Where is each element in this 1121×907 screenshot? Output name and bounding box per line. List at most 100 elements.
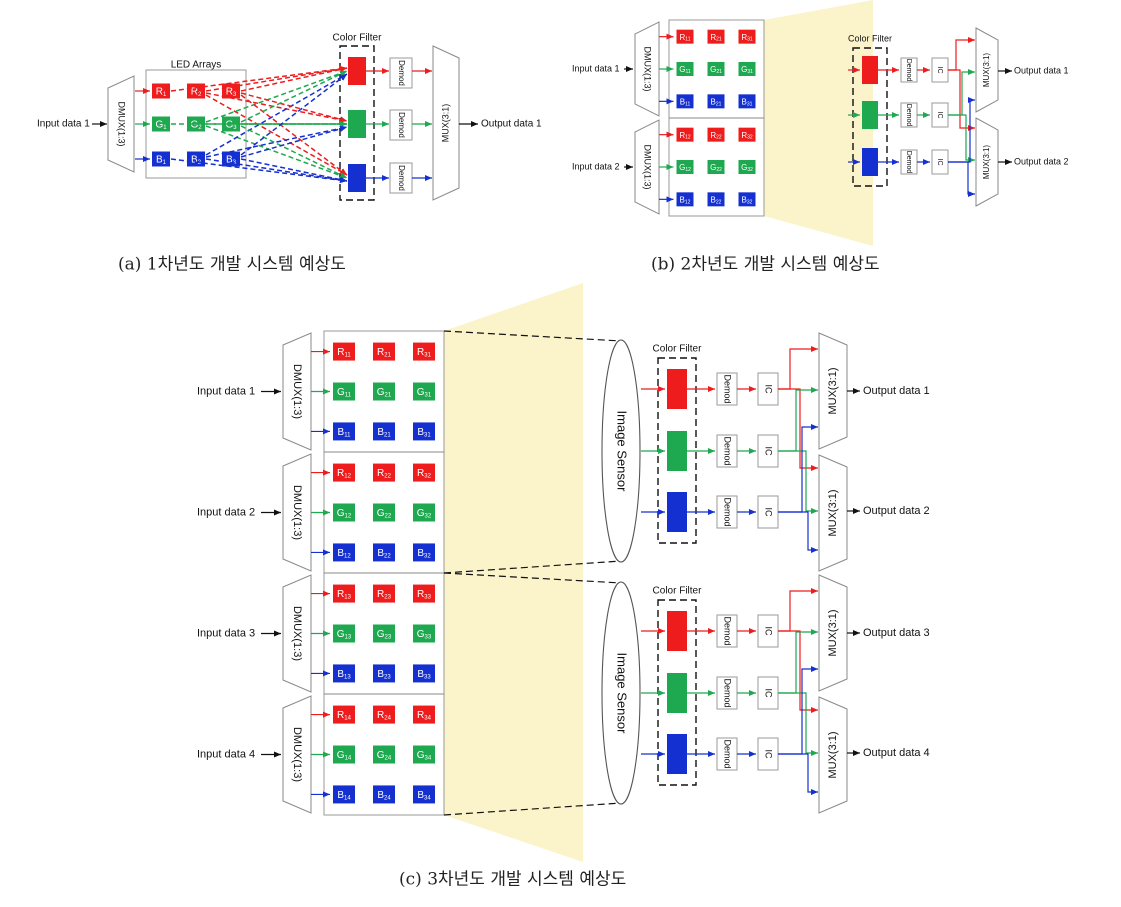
dmux	[282, 574, 312, 693]
led-g11-label: G11	[679, 65, 691, 75]
led-arrays-label: LED Arrays	[171, 60, 222, 71]
led-r32-label: R32	[741, 131, 753, 141]
input-data-label: Input data 1	[572, 63, 620, 73]
led-r33-label: R33	[417, 589, 432, 600]
led-g32-label: G32	[417, 508, 432, 519]
caption-a: (a) 1차년도 개발 시스템 예상도	[118, 255, 346, 275]
optical-beam	[240, 125, 348, 179]
sensor-dash-line	[443, 560, 622, 574]
output-data-label: Output data 2	[1014, 156, 1069, 166]
optical-beam	[240, 94, 348, 176]
led-g22	[373, 503, 395, 522]
led-r13	[333, 584, 355, 603]
led-b34	[413, 785, 435, 804]
led-b21	[373, 422, 395, 441]
led-r11-label: R11	[680, 33, 691, 43]
ic-box-label: IC	[764, 627, 774, 637]
ic-to-mux-route	[948, 69, 975, 116]
led-r21	[707, 29, 725, 44]
mux	[818, 454, 848, 572]
led-g33-label: G33	[417, 629, 432, 640]
led-g22	[707, 160, 725, 174]
led-b31-label: B31	[417, 427, 431, 438]
led-b23	[373, 664, 395, 683]
optical-beam	[205, 125, 348, 158]
led-b12	[333, 543, 355, 562]
led-g24-label: G24	[377, 750, 392, 761]
led-r21	[373, 342, 395, 361]
mux	[818, 574, 848, 692]
output-data-label: Output data 2	[863, 505, 930, 517]
filter-red	[667, 369, 687, 409]
led-r22-label: R22	[377, 468, 392, 479]
mux-label: MUX(3:1)	[827, 731, 839, 778]
demod-box-a-label: Demod	[397, 112, 406, 138]
input-data-label: Input data 4	[197, 748, 255, 760]
mux-label: MUX(3:1)	[827, 489, 839, 536]
filter-red	[667, 611, 687, 651]
mux	[975, 27, 999, 113]
led-b11	[676, 94, 694, 109]
image-sensor	[601, 339, 641, 563]
led-b11-label: B11	[680, 97, 691, 107]
demod-box-label: Demod	[723, 678, 733, 707]
led-g22-label: G22	[377, 508, 392, 519]
led-r34	[413, 705, 435, 724]
led-r22	[373, 463, 395, 482]
led-b22-label: B22	[377, 548, 391, 559]
ic-box-label: IC	[936, 112, 943, 119]
demod-box-label: Demod	[905, 104, 912, 127]
led-g24	[373, 745, 395, 764]
led-b31	[738, 94, 756, 109]
optical-beam	[240, 66, 348, 92]
led-r23	[373, 584, 395, 603]
led-g13	[333, 624, 355, 643]
led-b24-label: B24	[377, 790, 391, 801]
led-r31-label: R31	[741, 33, 753, 43]
optical-beam	[205, 73, 348, 156]
ic-to-mux-route	[948, 114, 975, 163]
led-b12	[676, 192, 694, 207]
dmux	[634, 21, 660, 117]
led-b21-label: B21	[377, 427, 391, 438]
led-r11-label: R11	[337, 347, 351, 358]
optical-beam	[240, 70, 348, 123]
mux-a-label: MUX(3:1)	[440, 104, 450, 143]
led-g13-label: G13	[337, 629, 352, 640]
ic-to-mux-route	[778, 753, 818, 795]
caption-b: (b) 2차년도 개발 시스템 예상도	[651, 255, 880, 275]
ic-box-label: IC	[764, 750, 774, 760]
led-b12-label: B12	[680, 195, 691, 205]
demod-box-a-label: Demod	[397, 60, 406, 86]
led-r31	[413, 342, 435, 361]
led-r33	[413, 584, 435, 603]
led-r11	[676, 29, 694, 44]
filter-red	[348, 57, 366, 85]
ic-to-mux-route	[778, 692, 818, 756]
led-r31	[738, 29, 756, 44]
ic-to-mux-route	[778, 450, 818, 514]
led-b12-label: B12	[337, 548, 351, 559]
ic-to-mux-route	[778, 424, 818, 513]
led-g3-label: G3	[225, 120, 237, 131]
output-data-label: Output data 1	[863, 385, 930, 397]
ic-to-mux-route	[778, 388, 818, 471]
led-b1-label: B1	[156, 155, 167, 166]
mux-a	[432, 45, 460, 201]
led-r24-label: R24	[377, 710, 392, 721]
led-g31	[413, 382, 435, 401]
demod-box-label: Demod	[905, 151, 912, 174]
optical-beam	[205, 94, 348, 176]
led-r14	[333, 705, 355, 724]
filter-green	[862, 101, 878, 129]
dmux-a-label: DMUX(1:3)	[117, 101, 127, 146]
sensor-dash-line	[443, 330, 622, 342]
led-b13-label: B13	[337, 669, 351, 680]
led-r31-label: R31	[417, 347, 432, 358]
led-g32	[413, 503, 435, 522]
led-r22-label: R22	[710, 131, 722, 141]
led-r12-label: R12	[337, 468, 352, 479]
led-g11	[676, 62, 694, 76]
led-r21-label: R21	[377, 347, 392, 358]
input-data-label: Input data 3	[197, 627, 255, 639]
